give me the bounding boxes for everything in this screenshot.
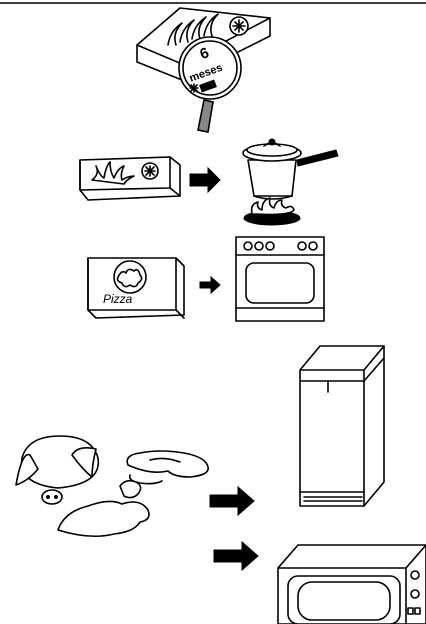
arrow-to-stove	[190, 168, 220, 192]
snowflake-icon	[230, 17, 248, 35]
microwave-icon	[278, 545, 426, 624]
pizza-label: Pizza	[103, 292, 133, 306]
arrow-to-fridge	[210, 487, 254, 515]
chicken-icon	[58, 481, 149, 537]
gas-burner-flame-icon	[244, 198, 300, 225]
oven-icon	[236, 237, 324, 321]
pizza-box	[88, 258, 184, 318]
oven-panel: Pizza	[88, 237, 324, 321]
arrow-to-oven	[200, 277, 220, 293]
frozen-package-panel: 6 meses	[137, 8, 270, 132]
saucepan-icon	[243, 139, 338, 199]
stovetop-panel	[80, 139, 338, 225]
refrigerator-icon	[300, 346, 384, 506]
arrow-to-microwave	[214, 542, 258, 570]
pig-head-icon	[16, 436, 98, 504]
steak-icon	[127, 451, 208, 484]
vegetable-box	[80, 157, 180, 200]
fresh-food-panel	[16, 346, 426, 624]
